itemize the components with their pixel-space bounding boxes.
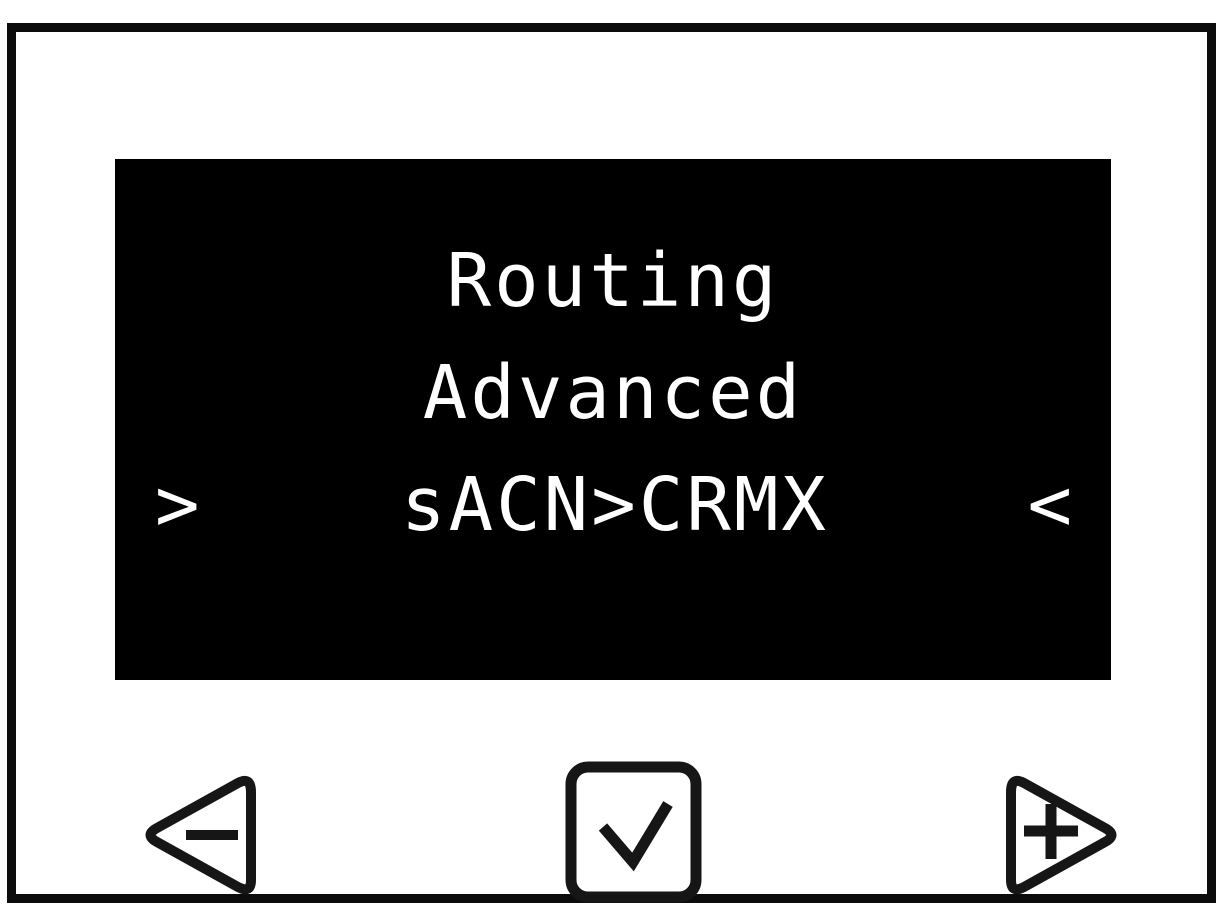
menu-selected-item: sACN>CRMX — [401, 462, 829, 548]
triangle-left-minus-icon — [126, 757, 264, 907]
lcd-title: Routing — [446, 238, 780, 324]
lcd-screen: Routing Advanced > sACN>CRMX < — [115, 159, 1111, 680]
triangle-right-plus-icon — [996, 757, 1134, 907]
next-plus-button[interactable] — [996, 757, 1134, 907]
lcd-subtitle: Advanced — [422, 350, 804, 436]
previous-minus-button[interactable] — [126, 757, 264, 907]
device-frame: Routing Advanced > sACN>CRMX < — [7, 23, 1216, 903]
menu-left-indicator: > — [155, 462, 203, 548]
lcd-menu-line: > sACN>CRMX < — [115, 449, 1111, 561]
checkmark-icon — [560, 757, 702, 907]
confirm-button[interactable] — [560, 757, 702, 907]
menu-right-indicator: < — [1027, 462, 1075, 548]
